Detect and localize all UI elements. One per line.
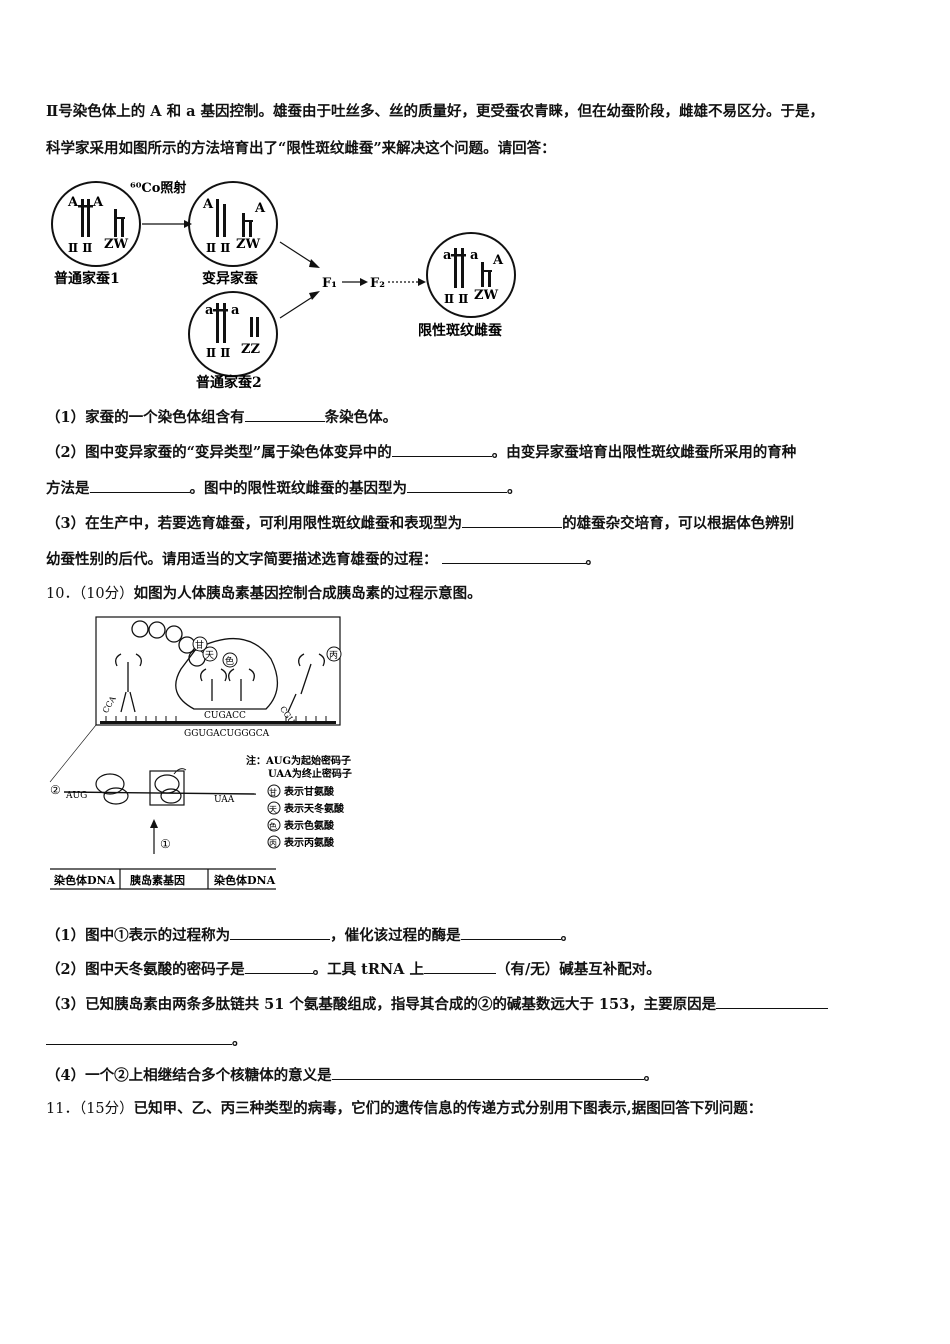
chromosome-dna-label: 染色体DNA: [214, 873, 276, 887]
magnified-box: [95, 616, 341, 726]
answer-blank[interactable]: [244, 959, 313, 974]
mutant-circle: [188, 181, 278, 267]
q9-part3: （3）在生产中，若要选育雄蚕，可利用限性斑纹雌蚕和表现型为的雄蚕杂交培育，可以根…: [46, 513, 795, 532]
intro-line-1: Ⅱ号染色体上的 A 和 a 基因控制。雄蚕由于吐丝多、丝的质量好，更受蚕农青睐，…: [46, 103, 825, 120]
q11-heading: 11．（15分）已知甲、乙、丙三种类型的病毒，它们的遗传信息的传递方式分别用下图…: [46, 1099, 762, 1119]
answer-blank[interactable]: [423, 959, 496, 974]
answer-blank[interactable]: [331, 1065, 644, 1080]
note-start-codon: 注：AUG为起始密码子: [246, 754, 351, 767]
q9-part2-cont: 方法是。图中的限性斑纹雌蚕的基因型为。: [46, 478, 522, 497]
q10-heading: 10．（10分）如图为人体胰岛素基因控制合成胰岛素的过程示意图。: [46, 584, 482, 604]
answer-blank[interactable]: [441, 549, 586, 564]
q9-part2: （2）图中变异家蚕的“变异类型”属于染色体变异中的。由变异家蚕培育出限性斑纹雌蚕…: [46, 442, 797, 461]
legend-tian-icon: 天: [269, 805, 277, 814]
zz-label: ZZ: [241, 342, 260, 357]
limited-label: 限性斑纹雌蚕: [418, 322, 503, 339]
anticodon-cca: CCA: [101, 694, 118, 714]
answer-blank[interactable]: [46, 1030, 232, 1045]
q9-part3-cont: 幼蚕性别的后代。请用适当的文字简要描述选育雄蚕的过程：。: [46, 549, 600, 568]
gene-A-label: A: [492, 253, 504, 268]
legend-se: 表示色氨酸: [283, 819, 335, 832]
answer-blank[interactable]: [460, 925, 561, 940]
q11-number: 11．（15分）: [46, 1101, 134, 1117]
aa-bing-label: 丙: [329, 650, 338, 661]
legend-bing: 表示丙氨酸: [283, 836, 335, 849]
f2-label: F₂: [370, 276, 385, 291]
gene-a-label: a: [443, 248, 452, 263]
answer-blank[interactable]: [407, 478, 507, 493]
mrna-sequence: GGUGACUGGGCA: [184, 729, 270, 739]
mutant-label: 变异家蚕: [202, 270, 259, 287]
silkworm2-label: 普通家蚕2: [196, 374, 262, 391]
legend-tian: 表示天冬氨酸: [283, 802, 345, 815]
circle-1-label: ①: [160, 837, 171, 851]
silkworm1-circle: [51, 181, 141, 267]
chromosome-dna-label: 染色体DNA: [54, 873, 116, 887]
q10-part1: （1）图中①表示的过程称为，催化该过程的酶是。: [46, 925, 576, 944]
silkworm-breeding-figure: A A Ⅱ Ⅱ ZW 普通家蚕1 ⁶⁰Co照射 A A Ⅱ Ⅱ ZW 变异家蚕 …: [51, 180, 516, 391]
note-stop-codon: UAA为终止密码子: [268, 767, 352, 780]
zw-label: ZW: [474, 288, 498, 303]
q10-part3-cont: 。: [46, 1030, 247, 1051]
anticodon-cugacc: CUGACC: [204, 711, 246, 721]
insulin-synthesis-figure: 甘 天 色 丙 CCA CUGACC CGU GGUGACUGGGCA ② AU…: [49, 616, 352, 890]
gene-A-label: A: [67, 195, 79, 210]
chr-II-label: Ⅱ Ⅱ: [206, 241, 230, 255]
answer-blank[interactable]: [391, 442, 492, 457]
aa-tian-label: 天: [205, 651, 214, 661]
answer-blank[interactable]: [462, 513, 563, 528]
gene-A-label: A: [92, 195, 104, 210]
silkworm2-circle: [188, 291, 278, 377]
legend-gan: 表示甘氨酸: [283, 785, 335, 798]
answer-blank[interactable]: [244, 407, 325, 422]
f1-label: F₁: [322, 276, 337, 291]
legend-se-icon: 色: [269, 821, 277, 831]
q10-number: 10．（10分）: [46, 586, 134, 602]
zw-label: ZW: [104, 237, 128, 252]
chr-II-label: Ⅱ Ⅱ: [444, 292, 468, 306]
aa-se-label: 色: [225, 655, 234, 667]
chr-II-label: Ⅱ Ⅱ: [206, 346, 230, 360]
answer-blank[interactable]: [230, 925, 331, 940]
gene-a-label: a: [205, 303, 214, 318]
q10-part2: （2）图中天冬氨酸的密码子是。工具 tRNA 上（有/无）碱基互补配对。: [46, 959, 661, 978]
gene-A-label: A: [202, 197, 214, 212]
q10-part3: （3）已知胰岛素由两条多肽链共 51 个氨基酸组成，指导其合成的②的碱基数远大于…: [46, 994, 829, 1015]
answer-blank[interactable]: [716, 994, 829, 1009]
q9-part1: （1）家蚕的一个染色体组含有条染色体。: [46, 407, 398, 426]
circle-2-label: ②: [50, 783, 61, 797]
gene-a-label: a: [470, 248, 479, 263]
limited-circle: [426, 232, 516, 318]
aug-label: AUG: [65, 791, 87, 801]
chr-II-label: Ⅱ Ⅱ: [68, 241, 92, 255]
q10-part4: （4）一个②上相继结合多个核糖体的意义是。: [46, 1065, 659, 1084]
gene-a-label: a: [231, 303, 240, 318]
uaa-label: UAA: [214, 795, 235, 805]
insulin-gene-label: 胰岛素基因: [129, 873, 185, 887]
answer-blank[interactable]: [89, 478, 190, 493]
intro-line-2: 科学家采用如图所示的方法培育出了“限性斑纹雌蚕”来解决这个问题。请回答：: [46, 140, 556, 157]
zw-label: ZW: [236, 237, 260, 252]
legend-gan-icon: 甘: [269, 787, 277, 797]
aa-gan-label: 甘: [195, 639, 204, 651]
radiation-label: ⁶⁰Co照射: [130, 180, 186, 196]
gene-A-label: A: [254, 201, 266, 216]
q11-title: 已知甲、乙、丙三种类型的病毒，它们的遗传信息的传递方式分别用下图表示,据图回答下…: [133, 1100, 763, 1117]
silkworm1-label: 普通家蚕1: [54, 270, 120, 287]
q10-title: 如图为人体胰岛素基因控制合成胰岛素的过程示意图。: [133, 585, 482, 602]
legend-bing-icon: 丙: [269, 839, 277, 848]
